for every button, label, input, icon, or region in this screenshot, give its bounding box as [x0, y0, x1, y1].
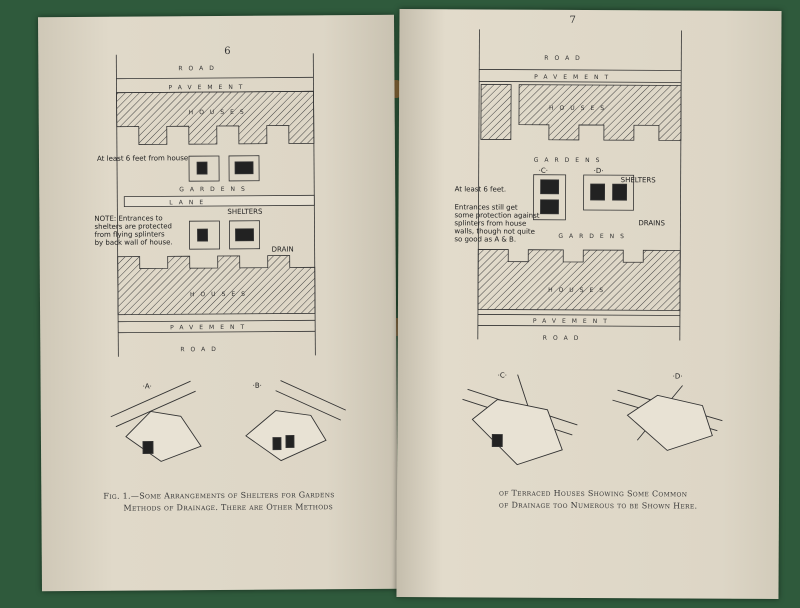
- sketch-label: ·D·: [673, 372, 683, 380]
- figure-caption: of Terraced Houses Showing Some Common o…: [499, 488, 698, 513]
- label-gardens: GARDENS: [558, 233, 630, 240]
- label-drain: DRAIN: [272, 245, 294, 253]
- right-plan-diagram: ROAD PAVEMENT HOUSES GARDENS GARDENS HOU…: [454, 29, 723, 466]
- label-drains: DRAINS: [638, 219, 665, 227]
- note-line: Entrances still get: [454, 203, 517, 211]
- figure-caption: Fig. 1.—Some Arrangements of Shelters fo…: [103, 489, 334, 515]
- note-line: by back wall of house.: [95, 238, 173, 247]
- right-page: 7 ROAD PAVEMENT HOUSES GARDENS GARDENS H…: [396, 9, 782, 599]
- sketch-d: [612, 385, 723, 451]
- sketch-label: ·B·: [253, 382, 262, 390]
- label-pavement: PAVEMENT: [168, 84, 248, 92]
- sketch-label: ·A·: [143, 382, 152, 390]
- label-houses: HOUSES: [549, 105, 610, 112]
- label-pavement: PAVEMENT: [533, 318, 613, 325]
- caption-line: Methods of Drainage. There are Other Met…: [123, 502, 333, 513]
- sketch-c: [462, 374, 578, 466]
- label-lane: LANE: [169, 199, 209, 206]
- note-line: shelters are protected: [94, 222, 172, 231]
- label-houses: HOUSES: [189, 109, 250, 116]
- note-line: splinters from house: [454, 219, 526, 227]
- note-line: NOTE: Entrances to: [94, 214, 162, 222]
- note-line: from flying splinters: [94, 230, 165, 238]
- label-distance: At least 6 feet.: [455, 185, 507, 193]
- caption-line: of Terraced Houses Showing Some Common: [498, 488, 688, 499]
- caption-line: of Drainage too Numerous to be Shown Her…: [498, 500, 698, 511]
- label-gardens: GARDENS: [534, 157, 606, 164]
- left-plan-diagram: ROAD PAVEMENT HOUSES GARDENS LANE HOUSES…: [94, 53, 346, 462]
- label-shelters: SHELTERS: [227, 208, 263, 216]
- label-houses: HOUSES: [548, 287, 609, 294]
- label-pavement: PAVEMENT: [170, 324, 250, 332]
- label-road: ROAD: [543, 335, 585, 342]
- sketch-label: ·C·: [498, 372, 507, 380]
- label-pavement: PAVEMENT: [534, 74, 614, 81]
- label-gardens: GARDENS: [179, 186, 251, 193]
- note-line: some protection against: [454, 211, 539, 219]
- label-houses: HOUSES: [190, 291, 251, 298]
- staple: [392, 80, 400, 98]
- sketch-a: [110, 380, 202, 462]
- label-shelters: SHELTERS: [621, 176, 657, 184]
- sketch-b: [245, 380, 346, 462]
- note-line: walls, though not quite: [454, 227, 535, 235]
- left-page: 6 ROAD PAVEMENT HOUSES GARDENS LANE HOUS…: [38, 14, 398, 592]
- label-road: ROAD: [544, 55, 586, 62]
- label-road: ROAD: [178, 65, 220, 72]
- label-distance: At least 6 feet from house: [97, 154, 188, 163]
- marker-c: ·C·: [539, 167, 548, 175]
- marker-d: ·D·: [594, 167, 604, 175]
- note-line: so good as A & B.: [454, 235, 516, 243]
- label-road: ROAD: [180, 346, 222, 353]
